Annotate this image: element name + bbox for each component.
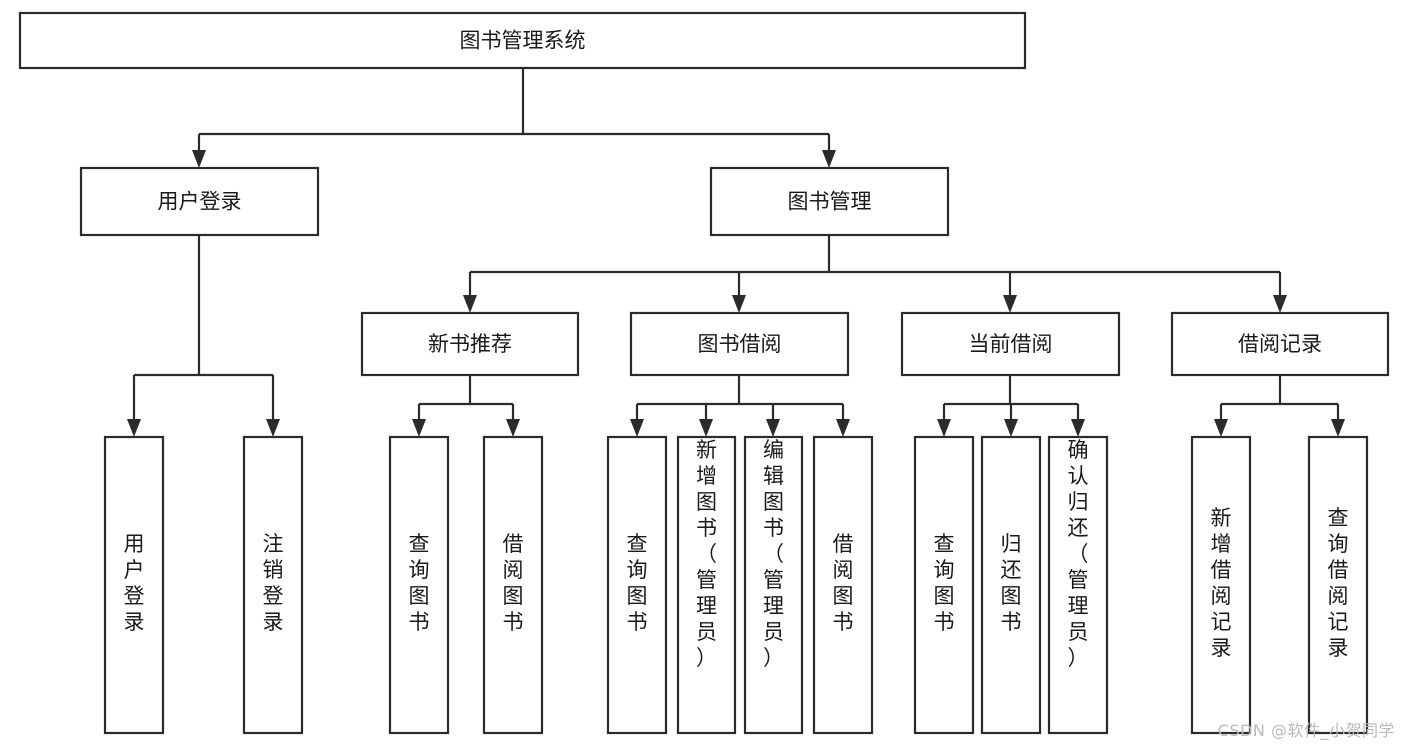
node-user-login-label: 用户登录: [158, 190, 242, 214]
node-user-login[interactable]: 用户登录: [79, 166, 320, 237]
group-3-arrow-0: [1214, 419, 1228, 437]
node-leaf-add-book-admin-label: 新增图书（管理员）: [696, 438, 717, 670]
node-leaf-add-book-admin-frame: [676, 435, 737, 735]
node-current-borrow-label: 当前借阅: [969, 332, 1053, 356]
node-leaf-query-book-1-label: 查询图书: [409, 532, 430, 634]
node-current-borrow[interactable]: 当前借阅: [900, 311, 1121, 377]
node-leaf-logout[interactable]: 注销登录: [242, 435, 304, 735]
node-book-management[interactable]: 图书管理: [709, 166, 950, 237]
root-to-level2-arrow-1: [822, 150, 836, 168]
node-leaf-query-book-3-frame: [913, 435, 975, 735]
group-0-arrow-0: [412, 419, 426, 437]
group-1-arrow-1: [699, 419, 713, 437]
node-new-book-recommend-label: 新书推荐: [428, 332, 512, 356]
node-leaf-confirm-return-admin-frame: [1047, 435, 1109, 735]
node-leaf-return-book-label: 归还图书: [1001, 532, 1022, 634]
node-leaf-query-borrow-record-label: 查询借阅记录: [1328, 506, 1349, 660]
bookmgmt-to-level3-arrow-0: [463, 295, 477, 313]
node-root-label: 图书管理系统: [460, 29, 586, 53]
node-leaf-confirm-return-admin-label: 确认归还（管理员）: [1068, 438, 1089, 670]
node-leaf-query-book-2-label: 查询图书: [627, 532, 648, 634]
node-leaf-edit-book-admin-label: 编辑图书（管理员）: [763, 438, 784, 670]
node-leaf-add-borrow-record[interactable]: 新增借阅记录: [1190, 435, 1252, 735]
node-leaf-query-book-2[interactable]: 查询图书: [606, 435, 668, 735]
node-leaf-query-book-1-frame: [388, 435, 450, 735]
node-book-borrow-label: 图书借阅: [698, 332, 782, 356]
group-2-arrow-1: [1004, 419, 1018, 437]
node-borrow-record[interactable]: 借阅记录: [1170, 311, 1390, 377]
node-leaf-borrow-book-2-label: 借阅图书: [833, 532, 854, 634]
node-leaf-query-borrow-record-frame: [1307, 435, 1369, 735]
group-1-arrow-2: [766, 419, 780, 437]
node-leaf-add-borrow-record-frame: [1190, 435, 1252, 735]
node-borrow-record-frame: [1170, 311, 1390, 377]
node-book-management-frame: [709, 166, 950, 237]
node-leaf-borrow-book-1[interactable]: 借阅图书: [482, 435, 544, 735]
node-leaf-user-login-label: 用户登录: [124, 532, 145, 634]
node-leaf-query-book-1[interactable]: 查询图书: [388, 435, 450, 735]
node-leaf-borrow-book-1-label: 借阅图书: [503, 532, 524, 634]
node-book-management-label: 图书管理: [788, 190, 872, 214]
node-leaf-borrow-book-1-frame: [482, 435, 544, 735]
node-leaf-logout-label: 注销登录: [263, 532, 284, 634]
node-leaf-query-borrow-record[interactable]: 查询借阅记录: [1307, 435, 1369, 735]
group-3-arrow-1: [1331, 419, 1345, 437]
node-current-borrow-frame: [900, 311, 1121, 377]
group-2-arrow-0: [937, 419, 951, 437]
node-layer: 图书管理系统用户登录图书管理新书推荐图书借阅当前借阅借阅记录用户登录注销登录查询…: [18, 11, 1390, 735]
node-leaf-add-borrow-record-label: 新增借阅记录: [1211, 506, 1232, 660]
group-2-arrow-2: [1071, 419, 1085, 437]
node-leaf-return-book[interactable]: 归还图书: [980, 435, 1042, 735]
node-leaf-borrow-book-2-frame: [812, 435, 874, 735]
node-leaf-edit-book-admin[interactable]: 编辑图书（管理员）: [743, 435, 804, 735]
node-leaf-confirm-return-admin[interactable]: 确认归还（管理员）: [1047, 435, 1109, 735]
node-borrow-record-label: 借阅记录: [1238, 332, 1322, 356]
node-leaf-logout-frame: [242, 435, 304, 735]
root-to-level2-arrow-0: [192, 150, 206, 168]
node-leaf-borrow-book-2[interactable]: 借阅图书: [812, 435, 874, 735]
node-root[interactable]: 图书管理系统: [18, 11, 1027, 70]
node-book-borrow-frame: [629, 311, 850, 377]
node-leaf-return-book-frame: [980, 435, 1042, 735]
node-leaf-edit-book-admin-frame: [743, 435, 804, 735]
node-leaf-query-book-2-frame: [606, 435, 668, 735]
node-new-book-recommend[interactable]: 新书推荐: [360, 311, 580, 377]
node-leaf-add-book-admin[interactable]: 新增图书（管理员）: [676, 435, 737, 735]
login-to-leaves-arrow-1: [266, 419, 280, 437]
node-leaf-user-login-frame: [103, 435, 165, 735]
group-1-arrow-3: [836, 419, 850, 437]
group-1-arrow-0: [630, 419, 644, 437]
node-leaf-query-book-3[interactable]: 查询图书: [913, 435, 975, 735]
node-leaf-user-login[interactable]: 用户登录: [103, 435, 165, 735]
login-to-leaves-arrow-0: [127, 419, 141, 437]
bookmgmt-to-level3-arrow-2: [1003, 295, 1017, 313]
connector-layer: [127, 68, 1345, 437]
node-user-login-frame: [79, 166, 320, 237]
group-0-arrow-1: [506, 419, 520, 437]
node-leaf-query-book-3-label: 查询图书: [934, 532, 955, 634]
node-book-borrow[interactable]: 图书借阅: [629, 311, 850, 377]
node-root-frame: [18, 11, 1027, 70]
bookmgmt-to-level3-arrow-3: [1273, 295, 1287, 313]
bookmgmt-to-level3-arrow-1: [732, 295, 746, 313]
node-new-book-recommend-frame: [360, 311, 580, 377]
watermark-text: CSDN @软件_小贺同学: [1217, 721, 1395, 740]
